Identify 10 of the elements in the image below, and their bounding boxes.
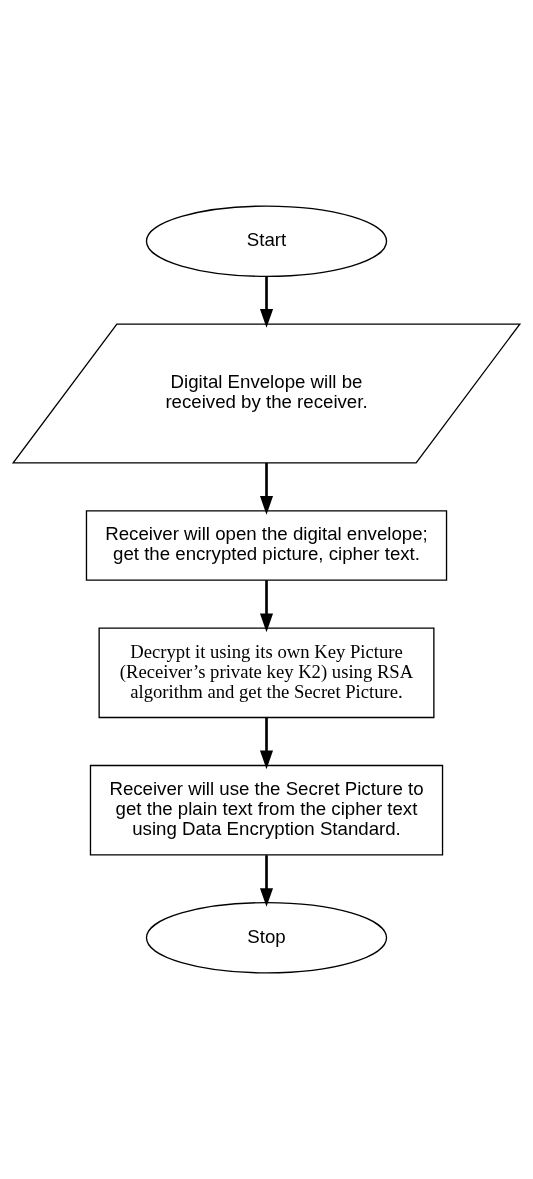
arrow (259, 462, 274, 515)
node-box: Receiver will use the Secret Picture to get the plain text from the cipher text using Data Encryption Standard. (89, 764, 444, 856)
arrow (259, 855, 274, 907)
node-ellipse: Stop (145, 902, 388, 974)
arrow (259, 717, 274, 770)
arrow (259, 580, 274, 633)
arrow (259, 276, 274, 328)
node-box: Receiver will open the digital envelope; get the encrypted picture, cipher text. (85, 510, 448, 581)
node-box: Decrypt it using its own Key Picture (Receiver’s private key K2) using RSA algorithm and get the Secret Picture. (98, 627, 435, 719)
node-ellipse: Start (145, 205, 388, 277)
